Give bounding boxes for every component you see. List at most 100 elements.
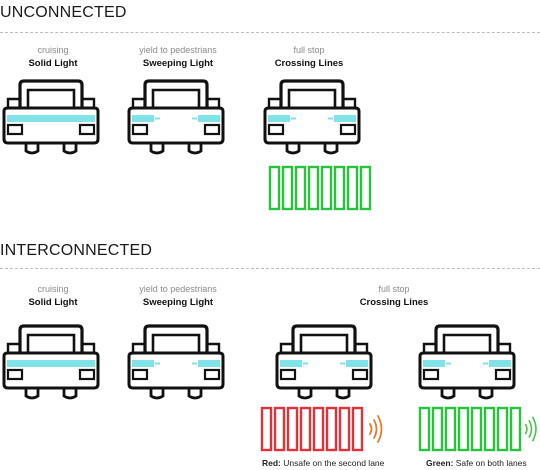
tail-light-left <box>131 123 149 136</box>
car-crossing-lines-green-icon <box>418 324 516 400</box>
crosswalk-red-icon <box>260 406 364 452</box>
signal-wave <box>531 416 537 442</box>
legend-green-label: Green: <box>426 458 454 468</box>
mode-name: Crossing Lines <box>274 58 344 69</box>
car-rear-window <box>287 88 337 109</box>
car-roof <box>279 79 345 109</box>
crosswalk-stripe <box>268 165 281 211</box>
crosswalk-stripe <box>273 406 286 452</box>
light-bar-left <box>268 115 290 122</box>
mode-caption-sweeping: yield to pedestrians Sweeping Light <box>113 283 243 309</box>
car-mirror <box>498 342 512 352</box>
car-wheel-right <box>62 388 78 400</box>
car-rear-window <box>151 88 201 109</box>
car-mirror <box>267 97 281 107</box>
section-title-interconnected: INTERCONNECTED <box>0 242 153 259</box>
mode-sub: full stop <box>378 284 410 294</box>
car-mirror <box>207 97 221 107</box>
crosswalk-stripe <box>457 406 470 452</box>
crosswalk-stripe <box>333 165 346 211</box>
mode-caption-crossing: full stop Crossing Lines <box>330 283 458 309</box>
tail-light-left <box>422 368 440 381</box>
crosswalk-stripe <box>320 165 333 211</box>
section-divider <box>0 32 540 33</box>
tail-light-right <box>351 368 369 381</box>
car-roof <box>18 79 84 109</box>
tail-light-right <box>78 368 96 381</box>
car-solid-light-icon <box>2 324 100 400</box>
tail-light-left <box>279 368 297 381</box>
car-roof <box>143 324 209 354</box>
light-bar-left <box>423 360 445 367</box>
car-rear-window <box>26 88 76 109</box>
light-bar-right <box>489 360 511 367</box>
crosswalk-stripe <box>281 165 294 211</box>
signal-wave <box>377 415 383 443</box>
tail-light-right <box>339 123 357 136</box>
car-mirror <box>6 97 20 107</box>
light-bar-left <box>280 360 302 367</box>
crosswalk-stripe <box>509 406 522 452</box>
car-rear-window <box>299 333 349 354</box>
car-wheel-right <box>187 388 203 400</box>
car-rear-window <box>151 333 201 354</box>
car-sweeping-light-icon <box>127 79 225 155</box>
car-roof <box>143 79 209 109</box>
car-crossing-lines-icon <box>263 79 361 155</box>
crosswalk-stripe <box>351 406 364 452</box>
car-mirror <box>207 342 221 352</box>
mode-sub: full stop <box>293 45 325 55</box>
car-solid-light-icon <box>2 79 100 155</box>
mode-sub: yield to pedestrians <box>139 284 217 294</box>
car-wheel-right <box>62 143 78 155</box>
section-divider <box>0 268 540 269</box>
mode-caption-cruising: cruising Solid Light <box>0 44 106 70</box>
crosswalk-stripe <box>286 406 299 452</box>
car-wheel-left <box>297 388 313 400</box>
car-crossing-lines-red-icon <box>275 324 373 400</box>
crosswalk-stripe <box>496 406 509 452</box>
mode-caption-sweeping: yield to pedestrians Sweeping Light <box>113 44 243 70</box>
light-bar-right <box>334 115 356 122</box>
crosswalk-stripe <box>307 165 320 211</box>
signal-waves-green-icon <box>524 416 537 442</box>
tail-light-right <box>78 123 96 136</box>
mode-name: Crossing Lines <box>359 297 429 308</box>
crosswalk-stripe <box>470 406 483 452</box>
car-mirror <box>279 342 293 352</box>
mode-caption-cruising: cruising Solid Light <box>0 283 106 309</box>
mode-name: Sweeping Light <box>142 297 214 308</box>
tail-light-right <box>203 368 221 381</box>
crosswalk-stripe <box>312 406 325 452</box>
light-bar-right <box>346 360 368 367</box>
tail-light-left <box>6 368 24 381</box>
mode-sub: yield to pedestrians <box>139 45 217 55</box>
tail-light-right <box>494 368 512 381</box>
crosswalk-stripe <box>325 406 338 452</box>
legend-green: Green: Safe on both lanes <box>426 458 527 468</box>
light-bar-left <box>132 115 154 122</box>
car-wheel-right <box>478 388 494 400</box>
crosswalk-stripe <box>338 406 351 452</box>
car-mirror <box>131 97 145 107</box>
crosswalk-green-icon <box>268 165 372 211</box>
crosswalk-stripe <box>346 165 359 211</box>
crosswalk-stripe <box>418 406 431 452</box>
light-bar-right <box>198 360 220 367</box>
light-bar-left <box>132 360 154 367</box>
car-mirror <box>131 342 145 352</box>
crosswalk-stripe <box>483 406 496 452</box>
car-mirror <box>6 342 20 352</box>
tail-light-right <box>203 123 221 136</box>
car-wheel-left <box>24 388 40 400</box>
crosswalk-green-icon <box>418 406 522 452</box>
crosswalk-stripe <box>444 406 457 452</box>
mode-name: Solid Light <box>28 58 78 69</box>
car-wheel-left <box>285 143 301 155</box>
car-wheel-right <box>335 388 351 400</box>
car-mirror <box>343 97 357 107</box>
legend-green-text: Safe on both lanes <box>453 458 527 468</box>
car-rear-window <box>26 333 76 354</box>
crosswalk-stripe <box>359 165 372 211</box>
mode-caption-crossing: full stop Crossing Lines <box>253 44 365 70</box>
